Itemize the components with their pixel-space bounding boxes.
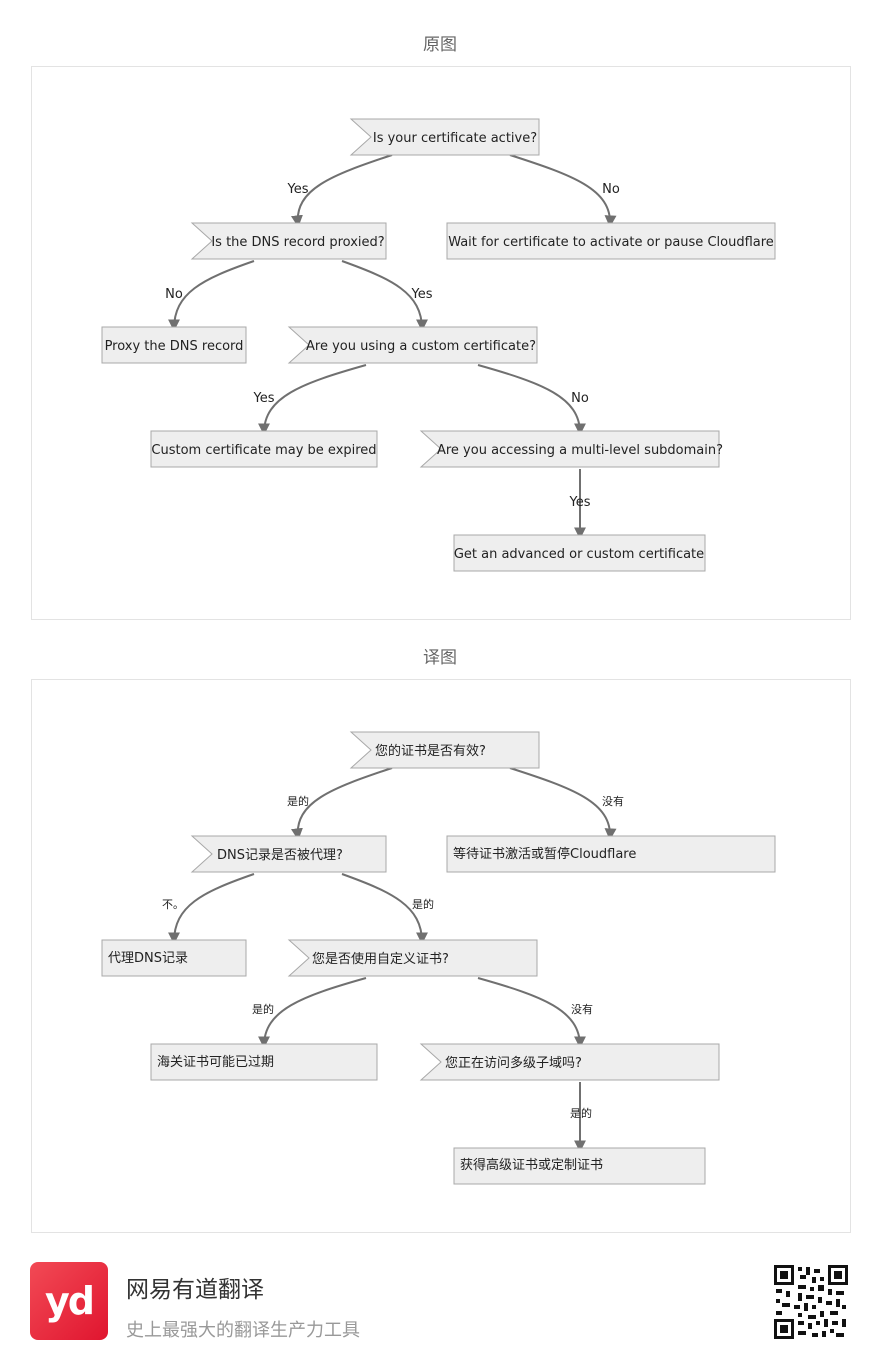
edge-label-dns-yes: Yes [411, 287, 433, 302]
svg-text:Are you accessing a multi-leve: Are you accessing a multi-level subdomai… [437, 443, 723, 458]
brand-name: 网易有道翻译 [126, 1277, 264, 1303]
node-proxy-dns: Proxy the DNS record [101, 326, 247, 364]
edge-custom-yes-zh [258, 977, 367, 1049]
translated-section-title: 译图 [423, 648, 457, 668]
edge-label-cert-yes: Yes [287, 182, 309, 197]
node-dns-proxied-zh: DNS记录是否被代理? [190, 835, 387, 873]
brand-slogan: 史上最强大的翻译生产力工具 [126, 1320, 360, 1341]
edge-label-dns-yes-zh: 是的 [412, 897, 434, 911]
node-cert-active-zh: 您的证书是否有效? [349, 731, 540, 769]
edge-label-custom-no: No [571, 391, 589, 406]
svg-text:Custom certificate may be expi: Custom certificate may be expired [151, 443, 376, 458]
svg-text:您正在访问多级子域吗?: 您正在访问多级子域吗? [445, 1055, 582, 1071]
translated-flowchart: 是的 没有 不。 是的 是的 没有 是的 您的证书是否有效? 等待证书激活或暂停… [101, 731, 776, 1185]
youdao-logo: yd [30, 1262, 108, 1340]
edge-label-custom-yes: Yes [253, 391, 275, 406]
svg-text:等待证书激活或暂停Cloudflare: 等待证书激活或暂停Cloudflare [453, 846, 636, 862]
edge-custom-no [477, 364, 586, 436]
edge-label-custom-no-zh: 没有 [571, 1002, 593, 1016]
original-section-title: 原图 [423, 35, 457, 55]
node-custom-expired: Custom certificate may be expired [150, 430, 378, 468]
svg-text:Is your certificate active?: Is your certificate active? [373, 131, 537, 146]
svg-text:DNS记录是否被代理?: DNS记录是否被代理? [217, 848, 343, 863]
edge-label-cert-no-zh: 没有 [602, 794, 624, 808]
svg-text:Wait for certificate to activa: Wait for certificate to activate or paus… [448, 235, 774, 250]
node-wait-cert-zh: 等待证书激活或暂停Cloudflare [446, 835, 776, 873]
svg-text:Are you using a custom certifi: Are you using a custom certificate? [306, 339, 536, 354]
edge-cert-yes-zh [290, 767, 393, 841]
node-custom-cert: Are you using a custom certificate? [287, 326, 538, 364]
translated-diagram-panel: 是的 没有 不。 是的 是的 没有 是的 您的证书是否有效? 等待证书激活或暂停… [31, 679, 851, 1233]
edge-label-cert-yes-zh: 是的 [287, 794, 309, 808]
edge-cert-no-zh [509, 767, 617, 841]
node-dns-proxied: Is the DNS record proxied? [190, 222, 387, 260]
svg-text:获得高级证书或定制证书: 获得高级证书或定制证书 [460, 1157, 603, 1173]
node-get-advanced: Get an advanced or custom certificate [453, 534, 706, 572]
node-multilevel-zh: 您正在访问多级子域吗? [419, 1043, 720, 1081]
edge-label-multi-yes-zh: 是的 [570, 1106, 592, 1120]
svg-text:Proxy the DNS record: Proxy the DNS record [105, 339, 244, 354]
svg-text:Is the DNS record proxied?: Is the DNS record proxied? [211, 235, 384, 250]
node-get-advanced-zh: 获得高级证书或定制证书 [453, 1147, 706, 1185]
node-wait-cert: Wait for certificate to activate or paus… [446, 222, 776, 260]
edge-label-cert-no: No [602, 182, 620, 197]
edge-label-dns-no: No [165, 287, 183, 302]
edge-cert-yes [290, 154, 393, 228]
edge-dns-yes-zh [341, 873, 428, 945]
svg-text:代理DNS记录: 代理DNS记录 [108, 951, 188, 966]
edge-label-dns-no-zh: 不。 [162, 898, 184, 911]
edge-dns-no [168, 260, 255, 332]
original-diagram-panel: Yes No No Yes Yes No Yes Is your certifi… [31, 66, 851, 620]
edge-custom-no-zh [477, 977, 586, 1049]
edge-dns-yes [341, 260, 428, 332]
edge-custom-yes [258, 364, 367, 436]
node-proxy-dns-zh: 代理DNS记录 [101, 939, 247, 977]
footer-brand: yd 网易有道翻译 史上最强大的翻译生产力工具 [0, 1240, 880, 1368]
node-cert-active: Is your certificate active? [349, 118, 540, 156]
node-custom-cert-zh: 您是否使用自定义证书? [287, 939, 538, 977]
svg-text:海关证书可能已过期: 海关证书可能已过期 [157, 1055, 274, 1070]
node-custom-expired-zh: 海关证书可能已过期 [150, 1043, 378, 1081]
node-multilevel: Are you accessing a multi-level subdomai… [419, 430, 723, 468]
qr-code-icon [772, 1263, 850, 1341]
edge-dns-no-zh [168, 873, 255, 945]
edge-cert-no [509, 154, 617, 228]
svg-text:您是否使用自定义证书?: 您是否使用自定义证书? [312, 951, 449, 967]
edge-label-multi-yes: Yes [569, 495, 591, 510]
svg-text:Get an advanced or custom cert: Get an advanced or custom certificate [454, 547, 704, 562]
edge-label-custom-yes-zh: 是的 [252, 1002, 274, 1016]
svg-text:您的证书是否有效?: 您的证书是否有效? [375, 743, 486, 759]
original-flowchart: Yes No No Yes Yes No Yes Is your certifi… [101, 118, 776, 572]
